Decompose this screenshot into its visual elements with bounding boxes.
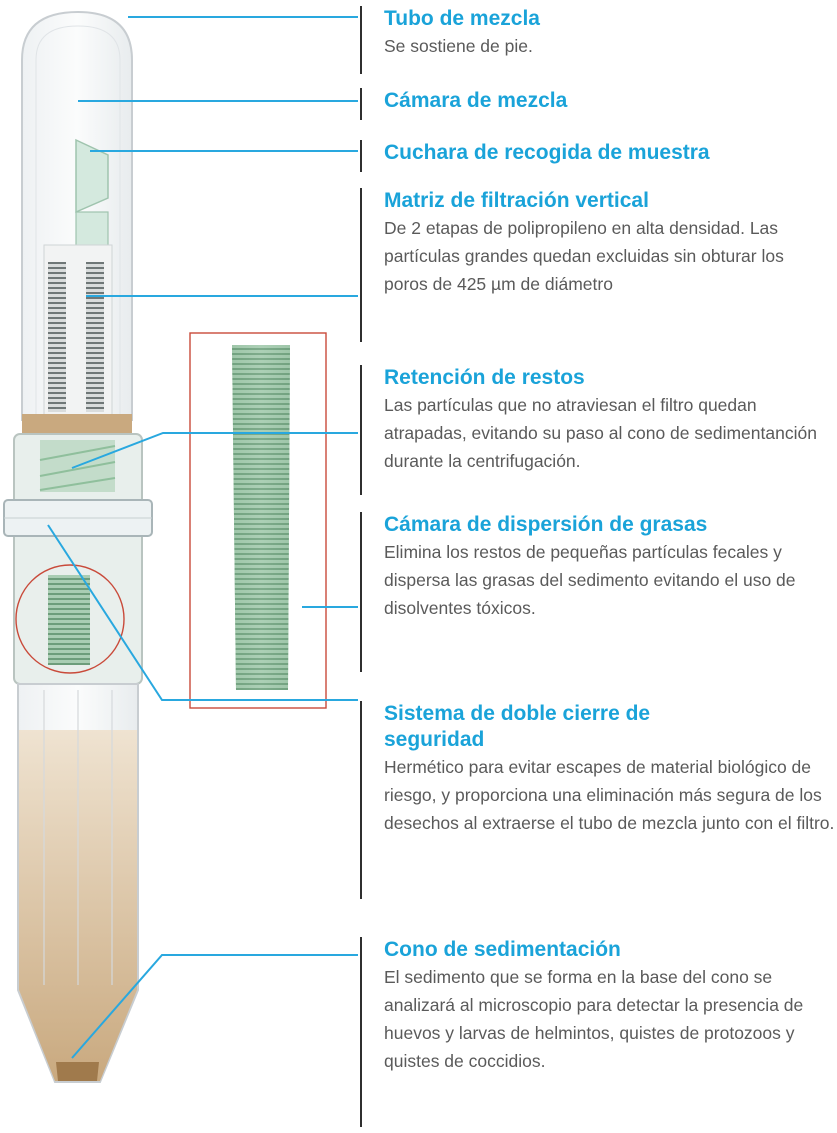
label-desc: Hermético para evitar escapes de materia… xyxy=(384,757,835,833)
label-desc: Elimina los restos de pequeñas partícula… xyxy=(384,542,796,618)
label-retencion-restos: Retención de restos Las partículas que n… xyxy=(360,365,837,495)
label-desc: El sedimento que se forma en la base del… xyxy=(384,967,804,1071)
label-cuchara: Cuchara de recogida de muestra xyxy=(360,140,710,172)
label-title: Cámara de dispersión de grasas xyxy=(384,513,708,536)
label-camara-dispersion: Cámara de dispersión de grasas Elimina l… xyxy=(360,512,815,672)
label-matriz-filtracion: Matriz de filtración vertical De 2 etapa… xyxy=(360,188,830,342)
leader-cono xyxy=(71,954,358,1059)
label-title: Sistema de doble cierre de seguridad xyxy=(384,702,651,751)
label-title: Tubo de mezcla xyxy=(384,7,540,30)
label-doble-cierre: Sistema de doble cierre de seguridad Her… xyxy=(360,701,837,899)
label-title: Cámara de mezcla xyxy=(384,89,568,112)
label-cono-sedimentacion: Cono de sedimentación El sedimento que s… xyxy=(360,937,837,1127)
leader-retencion xyxy=(71,432,358,469)
sampling-spoon xyxy=(75,138,109,247)
label-desc: Las partículas que no atraviesan el filt… xyxy=(384,395,817,471)
seal-band xyxy=(22,414,132,434)
leader-cierre xyxy=(47,524,358,701)
label-desc: Se sostiene de pie. xyxy=(384,36,533,56)
label-tubo-de-mezcla: Tubo de mezcla Se sostiene de pie. xyxy=(360,6,540,74)
label-desc: De 2 etapas de polipropileno en alta den… xyxy=(384,218,784,294)
leader-lines xyxy=(47,16,358,1059)
label-title: Retención de restos xyxy=(384,366,585,389)
filter-matrix xyxy=(43,244,113,418)
label-camara-de-mezcla: Cámara de mezcla xyxy=(360,88,567,120)
inset-frame xyxy=(189,332,327,709)
sediment-tube xyxy=(17,683,139,1083)
label-title: Cuchara de recogida de muestra xyxy=(384,141,710,164)
label-title: Matriz de filtración vertical xyxy=(384,189,649,212)
magnify-circle xyxy=(15,564,125,674)
label-title: Cono de sedimentación xyxy=(384,938,621,961)
